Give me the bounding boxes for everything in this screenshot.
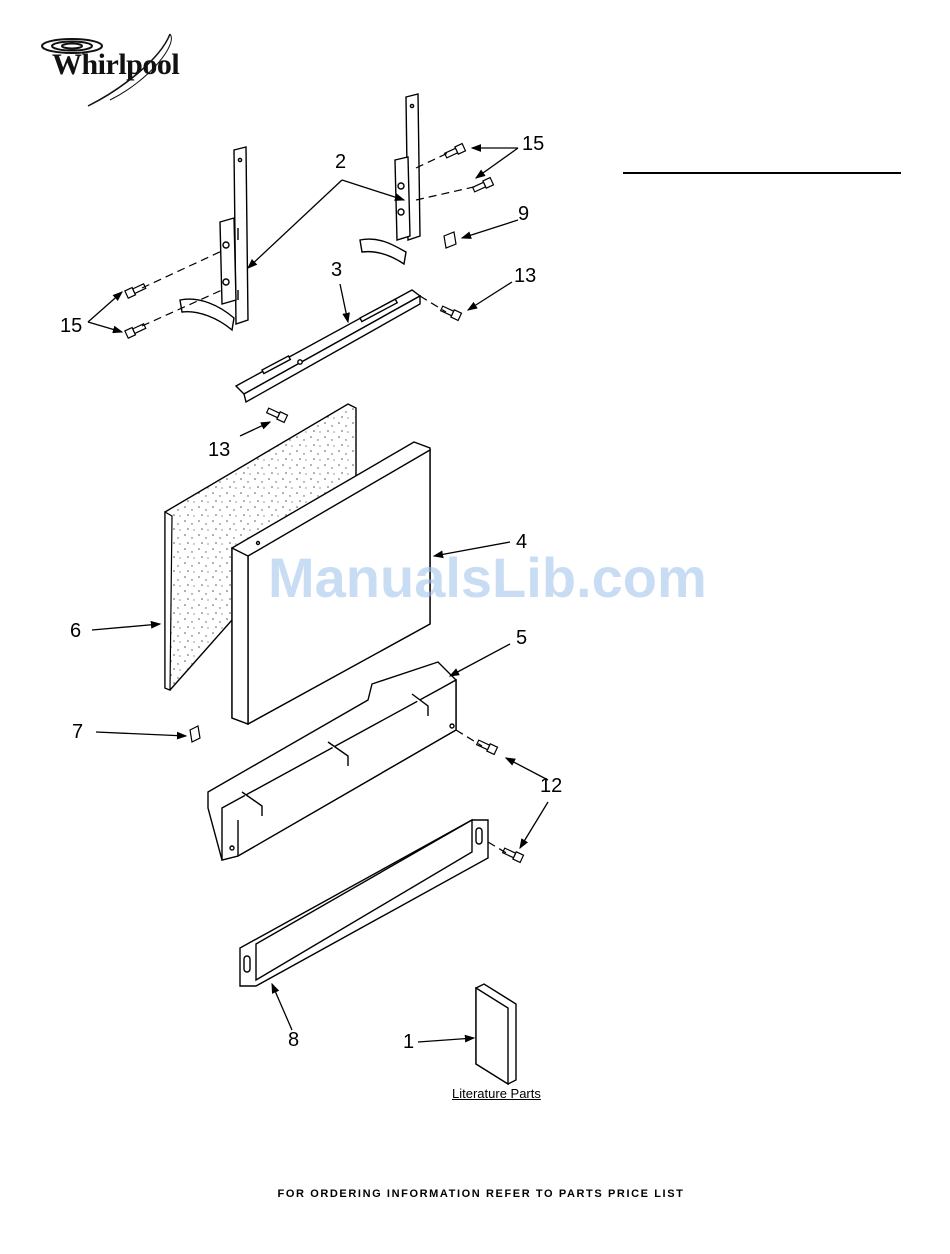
- callout-3: 3: [331, 260, 342, 280]
- callout-12: 12: [540, 776, 562, 796]
- callout-13-right: 13: [514, 266, 536, 286]
- watermark: ManualsLib.com: [268, 545, 707, 610]
- toe-kick-strip: [240, 820, 488, 986]
- left-hinge-bracket: [180, 147, 248, 330]
- callout-15-right: 15: [522, 134, 544, 154]
- upper-mounting-rail: [236, 290, 420, 402]
- callout-9: 9: [518, 204, 529, 224]
- callout-7: 7: [72, 722, 83, 742]
- callout-8: 8: [288, 1030, 299, 1050]
- callout-6: 6: [70, 621, 81, 641]
- literature-booklet: [476, 984, 516, 1084]
- right-hinge-bracket: [360, 94, 420, 264]
- literature-parts-label: Literature Parts: [452, 1086, 541, 1101]
- callout-15-left: 15: [60, 316, 82, 336]
- callout-1: 1: [403, 1032, 414, 1052]
- callout-5: 5: [516, 628, 527, 648]
- callout-2: 2: [335, 152, 346, 172]
- footer-note: FOR ORDERING INFORMATION REFER TO PARTS …: [0, 1188, 950, 1200]
- callout-13-left: 13: [208, 440, 230, 460]
